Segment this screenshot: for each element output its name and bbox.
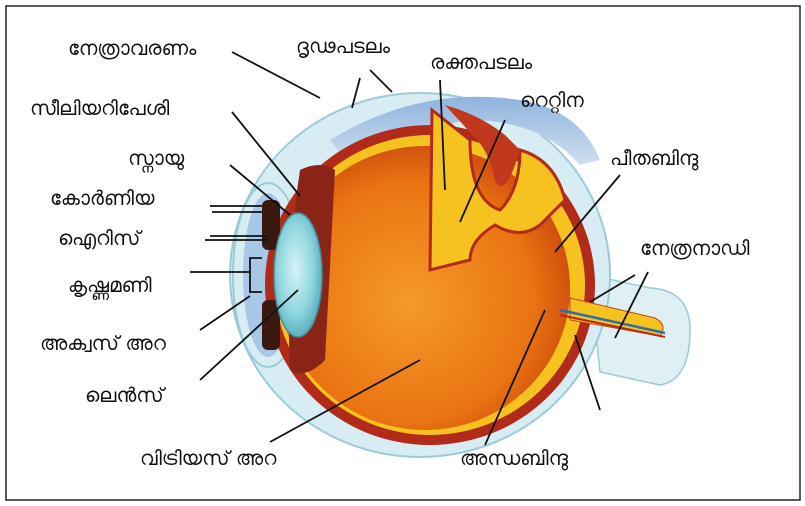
label-vitreous-chamber: വിട്രിയസ് അറ	[140, 448, 276, 468]
label-aqueous-chamber: അക്വസ് അറ	[40, 333, 166, 353]
label-iris: ഐറിസ്	[58, 228, 140, 248]
lens-shape	[274, 213, 322, 337]
label-sclera: ദൃഢപടലം	[296, 36, 390, 56]
label-ciliary-muscle: സീലിയറിപേശി	[30, 98, 169, 118]
label-retina: റെറ്റിന	[520, 90, 584, 110]
label-choroid: രക്തപടലം	[430, 52, 532, 72]
label-cornea: കോർണിയ	[50, 188, 154, 208]
label-conjunctiva: നേത്രാവരണം	[68, 38, 196, 58]
label-lens: ലെൻസ്	[85, 385, 164, 405]
label-pupil: കൃഷ്ണമണി	[68, 275, 152, 295]
label-yellow-spot: പീതബിന്ദു	[610, 148, 698, 168]
label-optic-nerve: നേത്രനാഡി	[640, 238, 750, 258]
label-ligament: സ്നായു	[128, 148, 184, 168]
label-blind-spot: അന്ധബിന്ദു	[460, 448, 568, 468]
